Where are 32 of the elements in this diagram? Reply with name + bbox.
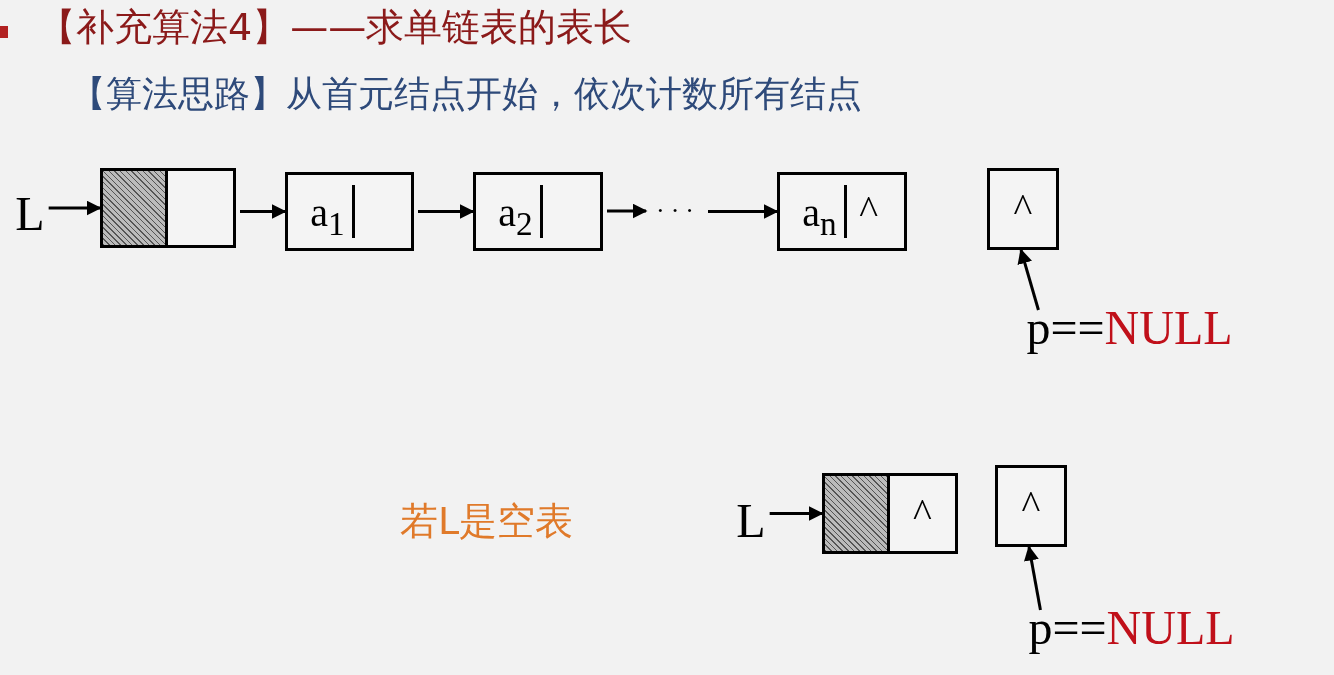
null-pointer-mark: ^ xyxy=(913,493,932,534)
null-label: NULL xyxy=(1104,304,1233,352)
arrow xyxy=(708,204,779,219)
arrow xyxy=(769,506,824,521)
null-node-box xyxy=(987,168,1059,250)
slide-title: 【补充算法4】——求单链表的表长 xyxy=(38,8,633,46)
ellipsis: ··· xyxy=(656,198,700,224)
arrow xyxy=(1024,545,1042,611)
null-pointer-mark: ^ xyxy=(859,191,879,232)
null-pointer-mark: ^ xyxy=(1013,189,1033,229)
head-node-box xyxy=(822,473,958,554)
arrow xyxy=(48,200,102,216)
arrow xyxy=(607,203,648,219)
idea-text: 【算法思路】从首元结点开始，依次计数所有结点 xyxy=(70,76,862,112)
list-node-box xyxy=(473,172,603,251)
arrow xyxy=(418,204,475,219)
arrow xyxy=(240,204,287,219)
pointer-label: p== xyxy=(1028,604,1107,652)
null-pointer-mark: ^ xyxy=(1021,486,1041,526)
list-node-box xyxy=(777,172,907,251)
null-node-box xyxy=(995,465,1067,547)
element-label: a$_{1}$ xyxy=(310,192,345,240)
pointer-label: p== xyxy=(1026,304,1105,352)
element-label: a$_{n}$ xyxy=(802,192,837,240)
element-label: a$_{2}$ xyxy=(498,192,533,240)
pointer-name: L xyxy=(736,497,766,545)
list-node-box xyxy=(285,172,414,251)
head-node-box xyxy=(100,168,236,248)
null-label: NULL xyxy=(1106,604,1235,652)
pointer-name: L xyxy=(15,190,45,238)
note-text: 若L是空表 xyxy=(400,502,574,540)
arrow xyxy=(1017,248,1040,311)
